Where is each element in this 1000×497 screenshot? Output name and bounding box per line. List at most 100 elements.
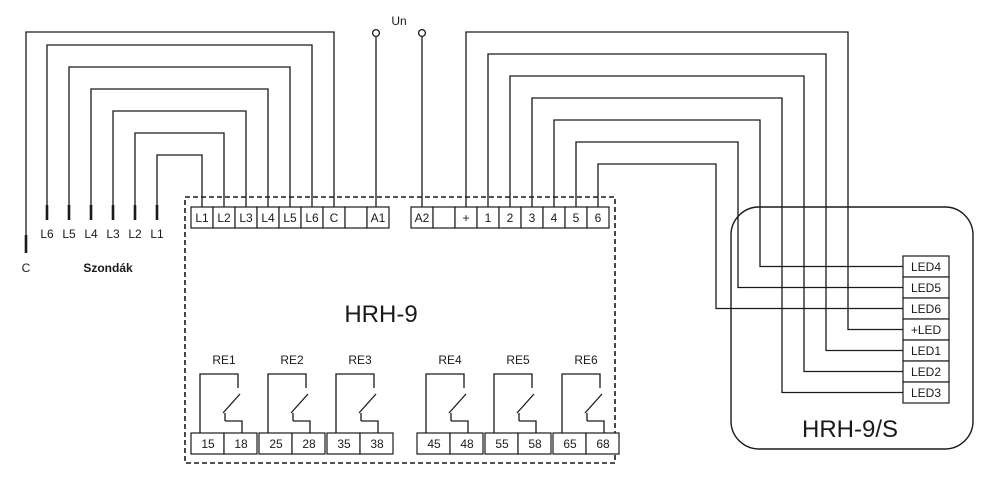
probe-label: L6 bbox=[40, 227, 54, 241]
relay-terminal-label: 65 bbox=[563, 437, 577, 451]
relay-contact-wire bbox=[293, 420, 311, 433]
input-terminal-label: L4 bbox=[261, 211, 275, 225]
relay-switch-blade bbox=[290, 393, 309, 414]
probe-wire bbox=[134, 132, 225, 207]
input-terminal-label: L6 bbox=[305, 211, 319, 225]
display-terminal-label: LED1 bbox=[911, 344, 941, 358]
hrh9s-enclosure bbox=[730, 206, 974, 450]
input-terminal-label: L3 bbox=[239, 211, 253, 225]
relay-contact-wire bbox=[335, 373, 375, 433]
relay-terminal-label: 18 bbox=[234, 437, 248, 451]
relay-terminal-label: 55 bbox=[495, 437, 509, 451]
relay-terminal-label: 38 bbox=[370, 437, 384, 451]
output-terminal-label: A2 bbox=[415, 211, 430, 225]
probe-label: L5 bbox=[62, 227, 76, 241]
input-terminal-label: L1 bbox=[195, 211, 209, 225]
output-terminal-label: + bbox=[462, 211, 469, 225]
relay-terminal-label: 28 bbox=[302, 437, 316, 451]
relay-terminal-label: 58 bbox=[528, 437, 542, 451]
hrh9-title: HRH-9 bbox=[344, 301, 417, 328]
output-terminal-label: 2 bbox=[507, 211, 514, 225]
output-terminal-label: 1 bbox=[485, 211, 492, 225]
relay-terminal-label: 25 bbox=[269, 437, 283, 451]
display-terminal-label: LED5 bbox=[911, 281, 941, 295]
relay-contact-wire bbox=[519, 420, 537, 433]
relay-switch-blade bbox=[516, 393, 535, 414]
display-wire bbox=[487, 53, 903, 352]
output-terminal-label: 3 bbox=[529, 211, 536, 225]
display-wire bbox=[553, 119, 903, 268]
output-terminal-label: 5 bbox=[573, 211, 580, 225]
display-terminal-label: LED3 bbox=[911, 386, 941, 400]
relay-terminal-label: 15 bbox=[201, 437, 215, 451]
relays-layer bbox=[222, 393, 603, 421]
display-wire bbox=[575, 141, 903, 289]
output-terminal-label: 4 bbox=[551, 211, 558, 225]
input-terminal-label: A1 bbox=[371, 211, 386, 225]
probe-wire bbox=[90, 88, 269, 207]
probes-caption: Szondák bbox=[83, 261, 133, 275]
relay-label: RE4 bbox=[438, 353, 462, 367]
supply-terminal bbox=[417, 28, 427, 38]
probe-common-label: C bbox=[22, 261, 31, 275]
display-wire bbox=[465, 31, 903, 331]
output-terminal bbox=[586, 206, 610, 229]
relay-terminal-label: 35 bbox=[337, 437, 351, 451]
relay-label: RE6 bbox=[574, 353, 598, 367]
relay-label: RE5 bbox=[506, 353, 530, 367]
probe-wire bbox=[156, 154, 203, 207]
probe-common-wire bbox=[25, 31, 335, 235]
input-terminal bbox=[344, 206, 368, 229]
display-terminal-label: LED6 bbox=[911, 302, 941, 316]
relay-contact-wire bbox=[493, 373, 533, 433]
relay-label: RE3 bbox=[348, 353, 372, 367]
input-terminal-label: C bbox=[330, 211, 339, 225]
relay-terminal-label: 45 bbox=[427, 437, 441, 451]
display-wire bbox=[509, 75, 903, 373]
relay-contact-wire bbox=[361, 420, 379, 433]
wires-layer bbox=[25, 31, 903, 433]
probe-label: L3 bbox=[106, 227, 120, 241]
probe-label: L2 bbox=[128, 227, 142, 241]
display-wire bbox=[531, 97, 903, 394]
relay-terminal bbox=[585, 432, 620, 455]
probe-label: L4 bbox=[84, 227, 98, 241]
display-terminal-label: LED4 bbox=[911, 260, 941, 274]
probe-label: L1 bbox=[150, 227, 164, 241]
output-terminal-label: 6 bbox=[595, 211, 602, 225]
relay-label: RE2 bbox=[280, 353, 304, 367]
relay-switch-blade bbox=[358, 393, 377, 414]
hrh9-enclosure bbox=[184, 196, 616, 464]
relay-switch-blade bbox=[448, 393, 467, 414]
input-terminal bbox=[366, 206, 390, 229]
relay-contact-wire bbox=[587, 420, 605, 433]
input-terminal-label: L2 bbox=[217, 211, 231, 225]
output-terminal bbox=[432, 206, 456, 229]
display-terminal-label: +LED bbox=[911, 323, 942, 337]
display-terminal bbox=[902, 381, 950, 404]
relay-terminal bbox=[291, 432, 326, 455]
relay-terminal bbox=[449, 432, 484, 455]
relay-switch-blade bbox=[222, 393, 241, 414]
supply-label: Un bbox=[391, 14, 406, 28]
display-terminal-label: LED2 bbox=[911, 365, 941, 379]
hrh9s-title: HRH-9/S bbox=[802, 416, 898, 443]
relay-contact-wire bbox=[199, 373, 239, 433]
probe-wire bbox=[68, 66, 291, 207]
relay-switch-blade bbox=[584, 393, 603, 414]
relay-contact-wire bbox=[425, 373, 465, 433]
relay-label: RE1 bbox=[212, 353, 236, 367]
relay-terminal bbox=[223, 432, 258, 455]
relay-contact-wire bbox=[561, 373, 601, 433]
relay-contact-wire bbox=[225, 420, 243, 433]
relay-contact-wire bbox=[451, 420, 469, 433]
relay-terminal-label: 68 bbox=[596, 437, 610, 451]
relay-terminal-label: 48 bbox=[460, 437, 474, 451]
probe-wire bbox=[46, 44, 313, 207]
probe-wire bbox=[112, 110, 247, 207]
relay-terminal bbox=[359, 432, 394, 455]
relay-contact-wire bbox=[267, 373, 307, 433]
